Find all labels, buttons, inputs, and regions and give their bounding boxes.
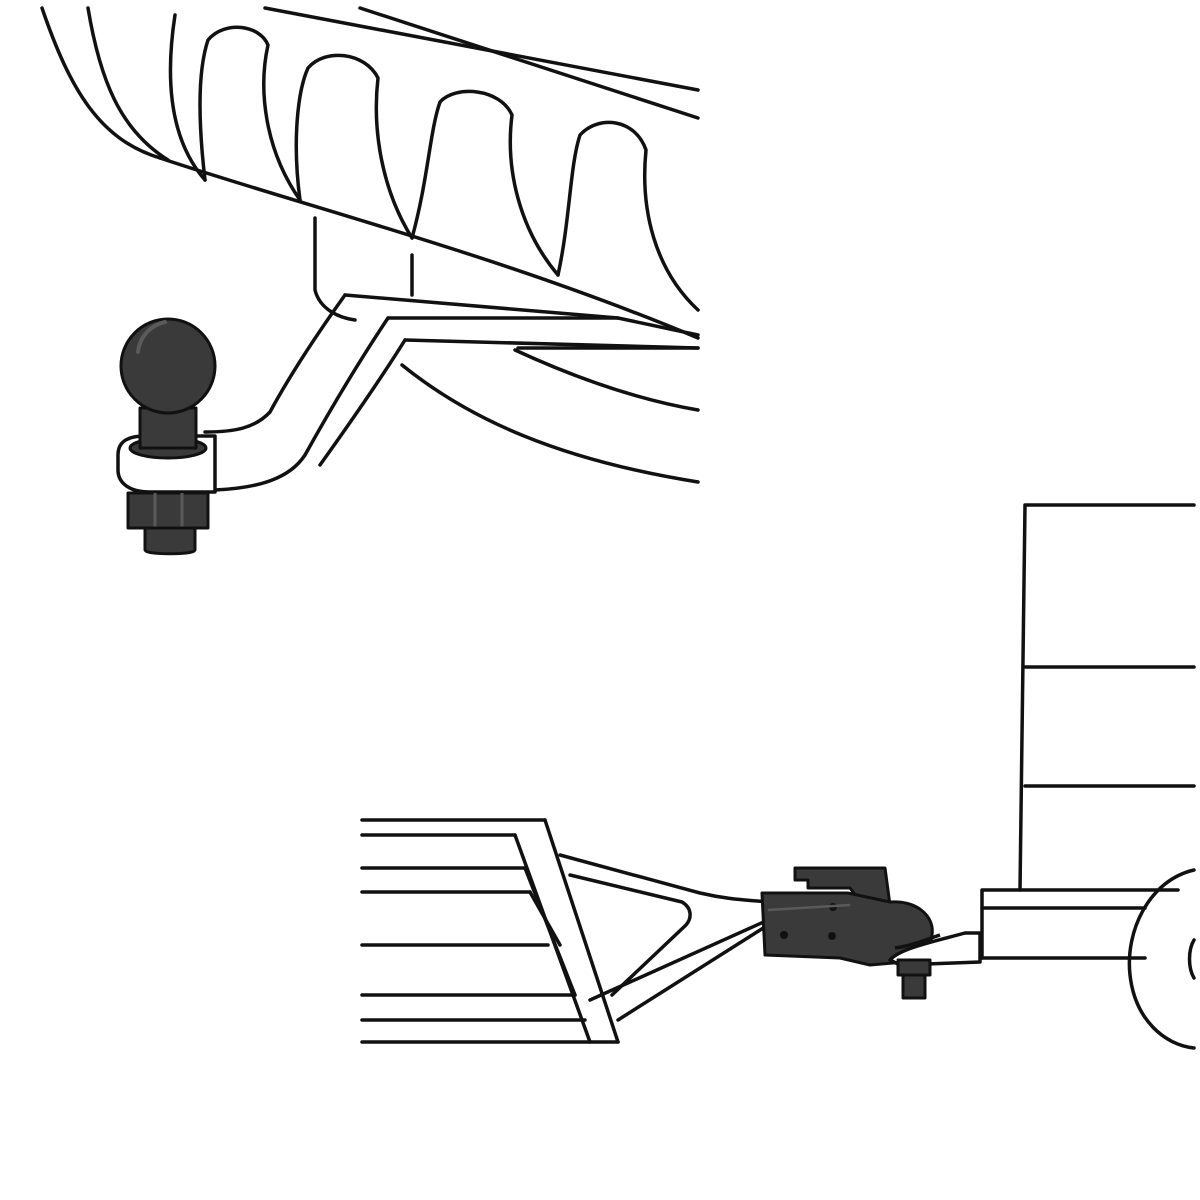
bumper: [40, 6, 700, 484]
hex-nut: [126, 491, 210, 556]
wheel: [1127, 868, 1196, 1050]
tow-ball-closeup-panel: [40, 6, 700, 556]
coupler: [760, 866, 982, 1000]
vehicle-rear: [980, 503, 1196, 960]
trailer-hitched-panel: [360, 503, 1196, 1050]
a-frame-drawbar: [558, 853, 770, 1022]
tow-ball: [119, 317, 217, 460]
trailer-frame: [360, 818, 620, 1044]
